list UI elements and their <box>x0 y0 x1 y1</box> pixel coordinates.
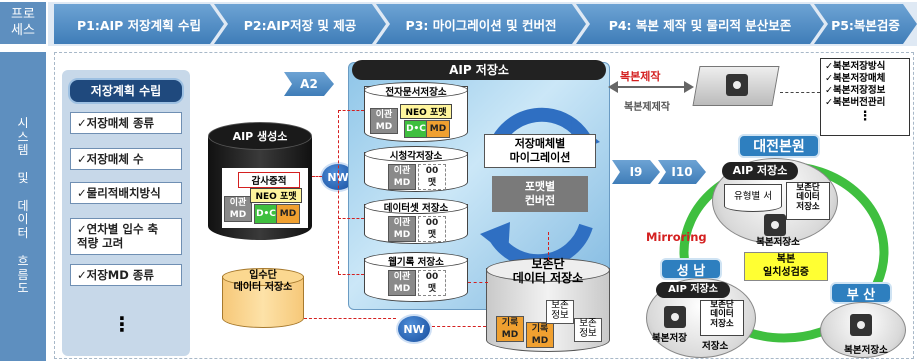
connector-to-web <box>338 274 364 275</box>
site-daejeon-preservation: 보존단 데이터 저장소 <box>786 182 830 220</box>
plan-panel-title: 저장계획 수립 <box>68 78 184 104</box>
conversion-label: 포맷별 컨버전 <box>492 176 588 212</box>
substore-av-label: 시청각저장소 <box>389 151 443 162</box>
process-row-label: 프로 세스 <box>0 2 46 44</box>
site-daejeon-aip: AIP 저장소 <box>722 162 798 180</box>
site-busan-replica: 복본저장소 <box>844 345 888 356</box>
substore-dataset-label: 데이터셋 저장소 <box>383 203 449 214</box>
connector-intake-to-nw <box>304 318 396 319</box>
connector-nw-to-preservation <box>432 326 486 327</box>
preservation-record-md-1: 기록 MD <box>496 316 524 342</box>
connector-to-dataset <box>338 218 364 219</box>
connector-nw-vertical <box>338 110 339 274</box>
substore-web-label: 웹기록 저장소 <box>388 257 444 268</box>
neo-format-label: NEO 포맷 <box>250 188 302 203</box>
site-busan-title: 부 산 <box>830 282 892 304</box>
site-daejeon-disk-icon <box>764 214 786 236</box>
preservation-store-top <box>486 258 610 282</box>
audit-label: 감사증적 <box>238 172 300 188</box>
site-busan-disk-icon <box>850 314 872 336</box>
connector-to-electronic <box>338 110 364 111</box>
replication-arrow <box>616 86 686 88</box>
stage-p3: P3: 마이그레이션 및 컨버전 <box>376 4 586 44</box>
site-seongnam-preservation: 보존단 데이터 저장소 <box>700 300 744 336</box>
substore-av-md: 이관 MD <box>388 164 416 190</box>
substore-electronic-neo: NEO 포맷 <box>400 104 452 119</box>
mirroring-label: Mirroring <box>646 230 707 244</box>
replication-checklist: ✓복본저장방식 ✓복본저장매체 ✓복본저장정보 ✓복본버전관리 ⋮ <box>820 58 910 136</box>
verification-label: 복본 일치성검증 <box>744 252 828 281</box>
intake-store-label: 입수단 데이터 저장소 <box>233 270 293 293</box>
transfer-md-doc: 이관 MD <box>224 196 252 222</box>
site-seongnam-replica: 복본저장 <box>652 333 687 344</box>
site-seongnam-replica2: 저장소 <box>702 341 729 352</box>
substore-electronic-dc: D•C <box>404 120 428 138</box>
substore-web-format: 00 맷 <box>418 270 446 296</box>
preservation-store-label: 보존단 데이터 저장소 <box>512 257 584 285</box>
stage-p5: P5:복본검증 <box>814 4 917 44</box>
plan-more: ⋮ <box>112 312 132 336</box>
connector-gen-to-nw <box>312 176 322 177</box>
site-daejeon-replica: 복본저장소 <box>756 237 800 248</box>
checklist-item-version: ✓복본버전관리 <box>825 96 886 108</box>
replication-produce-echo: 복본제제작 <box>624 102 670 113</box>
site-seongnam-aip: AIP 저장소 <box>656 282 730 298</box>
stage-p4: P4: 복본 제작 및 물리적 분산보존 <box>576 4 824 44</box>
replication-disk-icon <box>726 74 748 96</box>
substore-electronic-top <box>364 82 468 98</box>
checklist-item-info: ✓복본저장정보 <box>825 84 886 96</box>
connector-web-to-preservation <box>468 282 488 283</box>
substore-electronic-label: 전자문서저장소 <box>385 87 447 98</box>
checklist-item-media: ✓복본저장매체 <box>825 72 886 84</box>
checklist-item-method: ✓복본저장방식 <box>825 61 886 72</box>
site-daejeon-media: 유형별 서 <box>724 184 782 212</box>
aip-generation-title: AIP 생성소 <box>232 130 288 143</box>
substore-web-top <box>364 252 468 268</box>
i10-arrow: I10 <box>658 160 706 184</box>
substore-electronic-mdfile: MD <box>426 120 450 138</box>
stage-p2: P2:AIP저장 및 제공 <box>214 4 386 44</box>
i9-arrow: I9 <box>612 160 660 184</box>
replication-arrow-head-left <box>608 81 618 93</box>
substore-dataset-md: 이관 MD <box>388 216 416 242</box>
aip-store-header: AIP 저장소 <box>352 60 606 80</box>
plan-item-md-type: ✓저장MD 종류 <box>70 264 182 287</box>
substore-electronic-md: 이관 MD <box>370 108 398 134</box>
preservation-info-2: 보존 정보 <box>574 318 602 342</box>
migration-label: 저장매체별 마이그레이션 <box>484 134 596 168</box>
checklist-more: ⋮ <box>858 108 872 124</box>
site-seongnam-title: 성 남 <box>660 258 722 280</box>
intake-store-top <box>222 268 304 286</box>
plan-item-media-type: ✓저장매체 종류 <box>70 112 182 135</box>
dc-doc: D•C <box>254 204 278 224</box>
replication-arrow-head-right <box>684 81 694 93</box>
site-daejeon-title: 대전본원 <box>738 134 820 158</box>
preservation-record-md-2: 기록 MD <box>526 322 554 348</box>
plan-item-media-count: ✓저장매체 수 <box>70 148 182 171</box>
preservation-info-1: 보존 정보 <box>546 300 574 324</box>
substore-dataset-format: 00 맷 <box>418 216 446 242</box>
md-doc: MD <box>276 204 300 224</box>
substore-dataset-top <box>364 198 468 214</box>
connector-preservation-up <box>548 232 549 260</box>
aip-generation-top <box>208 122 312 150</box>
system-data-flow-label: 시 스 템 및 데 이 터 흐 름 도 <box>0 52 46 361</box>
stage-p1: P1:AIP 저장계획 수립 <box>54 4 224 44</box>
a2-arrow: A2 <box>284 72 334 96</box>
plan-item-physical-layout: ✓물리적배치방식 <box>70 182 182 205</box>
plan-item-annual-volume: ✓연차별 입수 축 적량 고려 <box>70 218 182 255</box>
substore-av-top <box>364 146 468 162</box>
substore-av-format: 00 맷 <box>418 164 446 190</box>
replication-produce-label: 복본제작 <box>620 70 661 83</box>
nw-node-bottom: NW <box>396 314 432 344</box>
replication-dashed-link <box>780 92 820 93</box>
diagram-area <box>54 52 914 359</box>
substore-web-md: 이관 MD <box>388 270 416 296</box>
site-seongnam-disk-icon <box>664 306 686 328</box>
